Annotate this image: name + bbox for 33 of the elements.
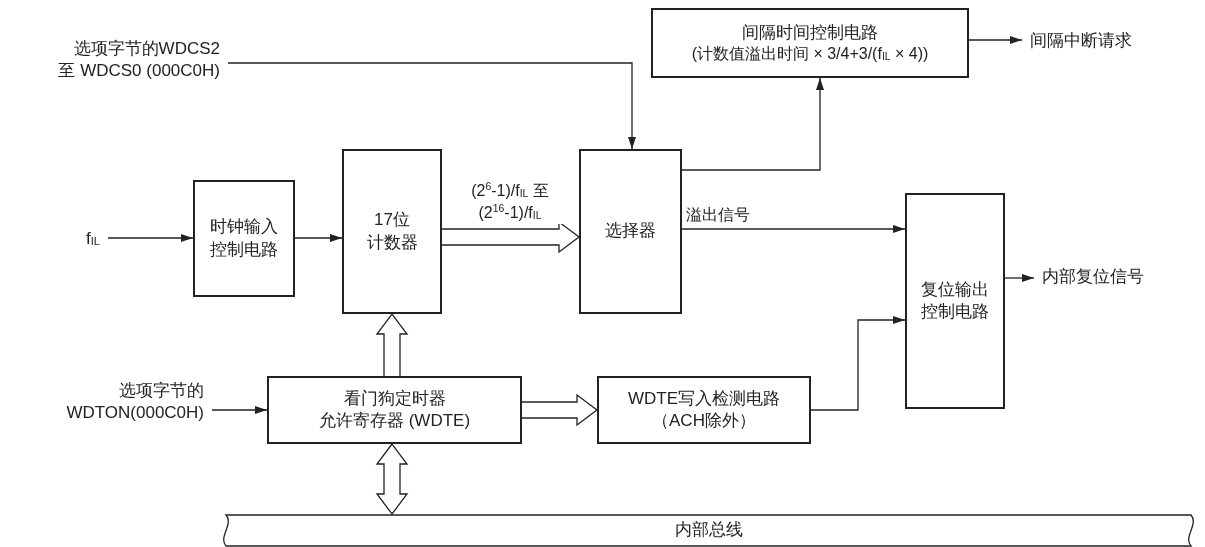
output-signal-label: 内部复位信号 [1042,265,1144,288]
box-title: 看门狗定时器允许寄存器 (WDTE) [318,387,471,432]
box-title: 复位输出控制电路 [921,278,989,323]
hollow-arrow [375,312,409,377]
bus-band [220,514,1197,547]
box-title: 17位计数器 [366,209,418,254]
circuit-box [597,376,811,444]
circuit-box [905,193,1005,409]
output-signal-label: 间隔中断请求 [1030,29,1132,52]
register-box [267,376,522,444]
counter-box [342,149,442,314]
arrow [211,406,268,414]
double-hollow-arrow [375,442,409,516]
box-title: 时钟输入控制电路 [210,216,278,261]
hollow-arrow [521,393,599,427]
input-signal-label: 选项字节的WDCS2 至 WDCS0 (000C0H) [58,37,220,82]
box-title: 选择器 [605,220,656,243]
box-title: WDTE写入检测电路（ACH除外） [627,387,780,432]
arrow [681,225,906,233]
arrow [294,234,343,242]
circuit-box [193,180,295,297]
arrow [810,316,906,411]
selector-box [579,149,682,314]
box-title: 内部总线 [674,519,743,542]
input-signal-label: 选项字节的 WDTON(000C0H) [66,379,204,424]
arrow [227,62,636,150]
arrow [107,234,194,242]
arrow [1004,274,1035,282]
box-title: 间隔时间控制电路 [742,21,878,44]
arrow [681,77,824,171]
circuit-box [651,8,969,78]
box-formula: (计数值溢出时间 × 3/4+3/(f$_{IL}$ × 4)) [691,43,929,64]
arrow [968,36,1023,44]
